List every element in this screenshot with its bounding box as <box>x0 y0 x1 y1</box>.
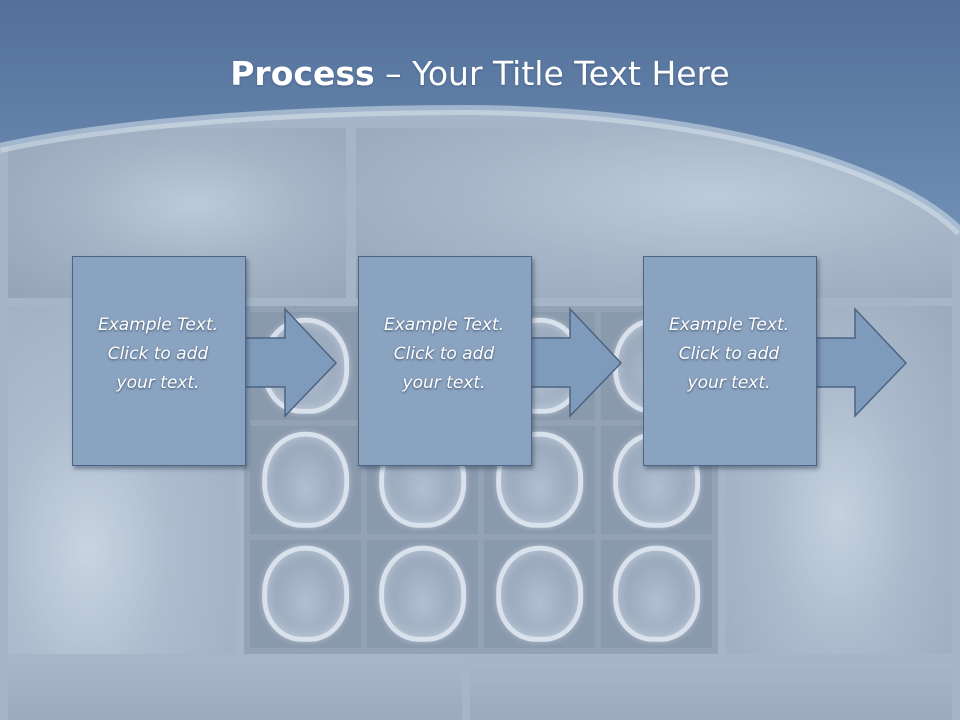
head-scan <box>601 540 712 648</box>
head-scan <box>250 426 361 534</box>
process-step-2[interactable]: Example Text. Click to add your text. <box>358 256 623 466</box>
head-scan <box>484 540 595 648</box>
slide-title[interactable]: Process – Your Title Text Here <box>0 52 960 96</box>
step-text[interactable]: Example Text. Click to add your text. <box>643 311 815 398</box>
step-text-line: your text. <box>116 373 200 393</box>
step-text-line: Click to add <box>393 344 495 364</box>
step-box <box>643 256 817 466</box>
head-scan <box>367 540 478 648</box>
step-text[interactable]: Example Text. Click to add your text. <box>72 311 244 398</box>
title-bold-text: Process <box>230 54 375 93</box>
head-scan <box>250 540 361 648</box>
step-text[interactable]: Example Text. Click to add your text. <box>358 311 530 398</box>
step-box <box>72 256 246 466</box>
step-text-line: Example Text. <box>668 315 790 335</box>
process-step-3[interactable]: Example Text. Click to add your text. <box>643 256 908 466</box>
step-text-line: your text. <box>687 373 771 393</box>
step-text-line: your text. <box>402 373 486 393</box>
step-text-line: Click to add <box>107 344 209 364</box>
process-step-1[interactable]: Example Text. Click to add your text. <box>72 256 338 466</box>
step-text-line: Click to add <box>678 344 780 364</box>
step-text-line: Example Text. <box>383 315 505 335</box>
xray-bottom-panel <box>8 662 462 720</box>
step-text-line: Example Text. <box>97 315 219 335</box>
step-box <box>358 256 532 466</box>
title-rest-text: – Your Title Text Here <box>374 54 730 93</box>
xray-bottom-panel-right <box>470 662 952 720</box>
